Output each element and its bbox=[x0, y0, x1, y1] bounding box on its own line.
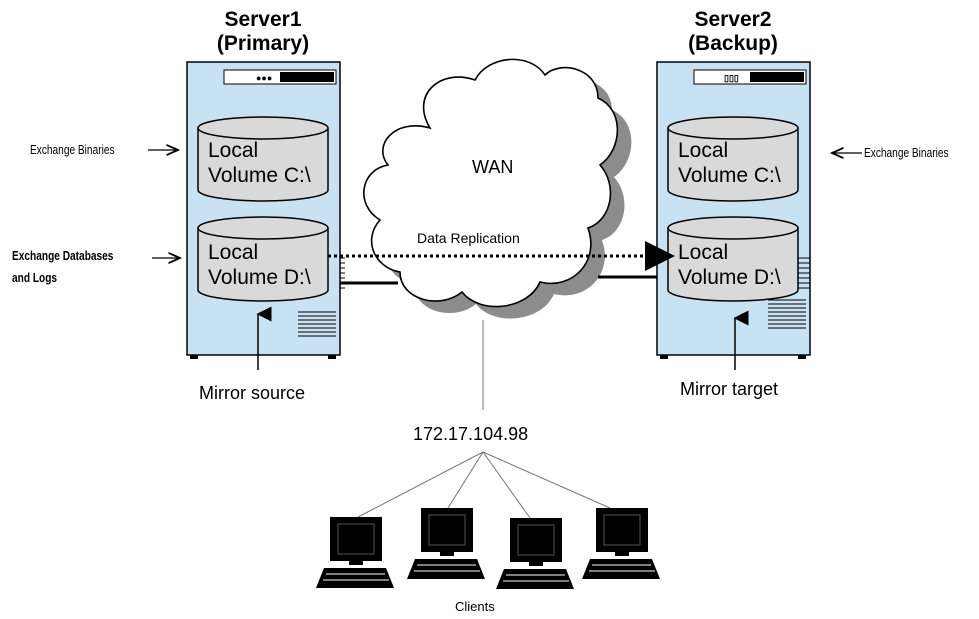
server2-role: (Backup) bbox=[688, 32, 778, 55]
server1-name: Server1 bbox=[224, 8, 302, 31]
server1-volume-d-disk bbox=[197, 216, 329, 302]
server2-volume-c-disk bbox=[667, 116, 799, 202]
server2-title: Server2 (Backup) bbox=[658, 8, 808, 56]
right-binaries-label: Exchange Binaries bbox=[864, 145, 949, 160]
server1-volume-c-label: Local Volume C:\ bbox=[208, 139, 311, 187]
server1-volume-c-disk bbox=[197, 116, 329, 202]
server1-role: (Primary) bbox=[216, 32, 310, 55]
server1-body bbox=[186, 61, 341, 356]
server1-vent bbox=[298, 311, 336, 337]
server2-name: Server2 bbox=[694, 8, 772, 31]
client-links bbox=[357, 451, 611, 519]
left-databases-label: Exchange Databases and Logs bbox=[12, 248, 114, 285]
server2-side-vent bbox=[797, 257, 810, 289]
wan-cloud bbox=[363, 58, 632, 319]
mirror-target-label: Mirror target bbox=[680, 379, 779, 399]
server1-title: Server1 (Primary) bbox=[188, 8, 338, 56]
svg-text:●●●: ●●● bbox=[256, 73, 272, 83]
server2-volume-d-label: Local Volume D:\ bbox=[678, 241, 781, 289]
client-computer-3 bbox=[496, 518, 574, 589]
server2-volume-c-label: Local Volume C:\ bbox=[678, 139, 781, 187]
server2-body bbox=[656, 61, 811, 356]
server1-tower: ●●● bbox=[186, 61, 345, 370]
server2-volume-d-disk bbox=[667, 216, 799, 302]
clients-label: Clients bbox=[455, 599, 495, 614]
server2-tower: ▯▯▯ bbox=[656, 61, 811, 370]
svg-text:▯▯▯: ▯▯▯ bbox=[724, 73, 739, 83]
client-computer-4 bbox=[582, 508, 660, 579]
wan-cloud-body bbox=[363, 58, 619, 308]
left-binaries-label: Exchange Binaries bbox=[30, 142, 115, 157]
data-replication-label: Data Replication bbox=[417, 230, 520, 246]
mirror-source-label: Mirror source bbox=[199, 383, 306, 403]
wan-label: WAN bbox=[472, 157, 514, 177]
client-computer-1 bbox=[316, 517, 394, 588]
server1-volume-d-label: Local Volume D:\ bbox=[208, 241, 311, 289]
client-computer-2 bbox=[407, 508, 485, 579]
server2-vent bbox=[768, 299, 806, 329]
server1-side-vent bbox=[340, 257, 345, 289]
ip-address-label: 172.17.104.98 bbox=[413, 424, 529, 444]
